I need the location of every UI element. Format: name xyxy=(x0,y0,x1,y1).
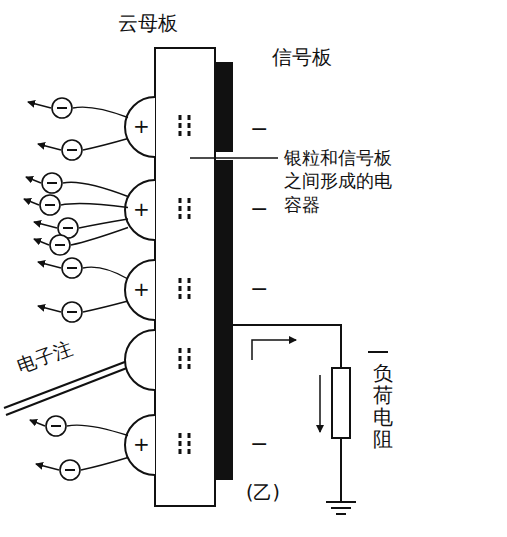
electron-path xyxy=(79,219,128,228)
electron xyxy=(65,469,75,471)
resistor-symbol xyxy=(332,368,350,438)
wire xyxy=(340,438,342,502)
electron xyxy=(51,425,61,427)
electron-path xyxy=(71,228,128,246)
electron-path xyxy=(67,425,128,435)
capacitor-symbol xyxy=(188,278,191,302)
electron xyxy=(47,182,57,184)
current-arrow xyxy=(319,375,321,432)
silver-grain xyxy=(125,415,155,475)
silver-grain xyxy=(125,260,155,320)
leader-line xyxy=(190,157,278,159)
capacitor-symbol xyxy=(179,278,182,302)
part-label: 银粒和信号板之间形成的电容器 xyxy=(284,146,396,216)
electron-arrow xyxy=(28,102,51,108)
electron-path xyxy=(81,458,128,471)
capacitor-symbol xyxy=(179,433,182,457)
electron xyxy=(46,416,66,436)
capacitor-symbol xyxy=(179,348,182,372)
electron xyxy=(62,258,82,278)
capacitor-symbol xyxy=(188,198,191,222)
mica-plate xyxy=(155,48,215,506)
charge-sign: + xyxy=(133,277,150,301)
signal-plate xyxy=(215,160,233,480)
charge-sign: + xyxy=(133,114,150,138)
electron-path xyxy=(63,182,128,196)
electron xyxy=(52,98,72,118)
electron xyxy=(45,204,55,206)
electron-arrow xyxy=(34,222,57,228)
signal-plate xyxy=(215,62,233,152)
electron xyxy=(62,140,82,160)
silver-grain xyxy=(125,97,155,157)
electron xyxy=(60,460,80,480)
electron-arrow xyxy=(38,262,61,268)
electron xyxy=(57,107,67,109)
capacitor-symbol xyxy=(188,433,191,457)
capacitor-symbol xyxy=(179,115,182,139)
electron-path xyxy=(83,301,128,312)
electron-arrow xyxy=(38,306,61,312)
electron-arrow xyxy=(36,464,59,470)
part-label: 信号板 xyxy=(272,44,332,71)
charge-sign: + xyxy=(133,432,150,456)
electron-arrow xyxy=(24,199,39,205)
charge-sign: − xyxy=(250,116,268,141)
electron xyxy=(63,227,73,229)
silver-grain xyxy=(125,180,155,240)
charge-sign: − xyxy=(250,276,268,301)
part-label: 负荷电阻 xyxy=(373,362,393,450)
electron-path xyxy=(73,107,128,117)
ground-symbol xyxy=(326,502,356,514)
electron xyxy=(67,149,77,151)
electron-path xyxy=(83,267,128,279)
electron xyxy=(67,267,77,269)
electron xyxy=(55,244,65,246)
part-label: 云母板 xyxy=(118,10,178,37)
electron-path xyxy=(83,139,128,151)
figure-label: (乙) xyxy=(246,480,280,506)
silver-grain xyxy=(125,330,155,390)
charge-sign: + xyxy=(133,197,150,221)
dash-mark xyxy=(368,351,388,353)
electron xyxy=(42,173,62,193)
capacitor-symbol xyxy=(179,198,182,222)
current-arrow xyxy=(252,340,296,360)
electron xyxy=(67,311,77,313)
charge-sign: − xyxy=(250,196,268,221)
electron-arrow xyxy=(38,144,61,150)
capacitor-symbol xyxy=(188,115,191,139)
capacitor-symbol xyxy=(188,348,191,372)
electron xyxy=(50,235,70,255)
electron-arrow xyxy=(26,177,41,183)
electron-arrow xyxy=(34,239,49,245)
electron xyxy=(40,195,60,215)
part-label: 电子注 xyxy=(14,335,76,379)
electron-path xyxy=(61,203,128,207)
electron-arrow xyxy=(30,420,45,426)
electron xyxy=(62,302,82,322)
wire xyxy=(233,325,341,368)
charge-sign: − xyxy=(250,431,268,456)
